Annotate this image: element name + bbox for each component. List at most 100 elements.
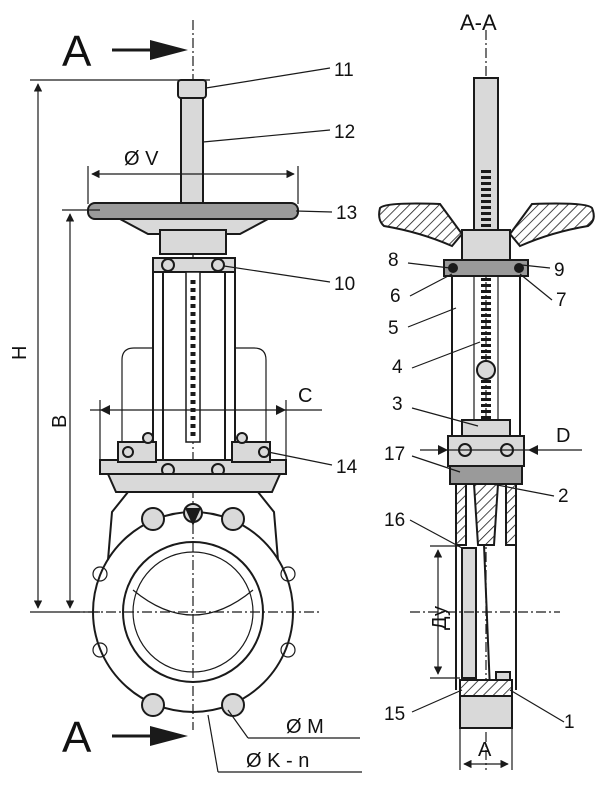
dim-D-arrow-left <box>438 445 448 455</box>
dim-H-label: H <box>9 346 31 360</box>
part-4: 4 <box>392 357 403 378</box>
dim-C-arrow-left <box>100 405 110 415</box>
section-mark-top: A <box>62 27 92 76</box>
leader-16 <box>409 519 463 549</box>
leader-12 <box>202 129 331 143</box>
leader-K-slant <box>207 714 219 773</box>
section-body-base <box>459 695 513 729</box>
leader-13 <box>295 210 333 213</box>
part-12: 12 <box>334 122 355 143</box>
leader-15 <box>411 689 463 713</box>
yoke-bolt-2 <box>211 258 225 272</box>
part-13: 13 <box>336 203 357 224</box>
gland-bolt-4 <box>258 446 270 458</box>
dim-C-label: C <box>298 385 312 407</box>
flange-hole-3 <box>280 566 296 582</box>
section-body-upper-left <box>455 483 467 546</box>
leader-3 <box>411 407 479 427</box>
flange-hole-1 <box>92 566 108 582</box>
dim-C-arrow <box>276 405 286 415</box>
labels: A A A-A H B Ø V C D Ø M Ø K - n Ду A 1 2… <box>9 10 575 772</box>
section-bearing-ball-2 <box>514 263 524 273</box>
leader-5 <box>407 307 457 328</box>
dim-D-label: D <box>556 425 570 447</box>
section-body-sides <box>455 545 517 690</box>
part-2: 2 <box>558 486 569 507</box>
yoke-gusset <box>121 347 267 450</box>
section-view <box>378 30 595 770</box>
leader-10 <box>223 265 331 283</box>
handwheel-nut <box>159 229 227 255</box>
section-arrow-top-head <box>150 40 188 60</box>
section-handwheel-right <box>508 202 595 248</box>
leader-9 <box>521 264 551 269</box>
part-1: 1 <box>564 712 575 733</box>
part-10: 10 <box>334 274 355 295</box>
section-title: A-A <box>460 10 497 35</box>
front-leaders <box>202 67 333 466</box>
body-top-flange <box>106 473 282 493</box>
section-gate-blade <box>483 544 491 691</box>
part-14: 14 <box>336 457 358 478</box>
part-8: 8 <box>388 250 399 271</box>
dim-A-label: A <box>478 739 492 761</box>
part-11: 11 <box>334 60 354 81</box>
dim-B-label: B <box>49 415 71 428</box>
lug-bottom-right <box>221 693 245 717</box>
leader-7 <box>519 273 553 301</box>
dim-M-label: Ø M <box>286 716 324 738</box>
stem-cap <box>177 79 207 99</box>
section-handwheel-left <box>378 202 464 248</box>
gland-bolt-3 <box>236 432 248 444</box>
section-mark-bottom: A <box>62 713 92 762</box>
dim-K-label: Ø K - n <box>246 750 309 772</box>
part-15: 15 <box>384 704 405 725</box>
part-9: 9 <box>554 260 565 281</box>
leader-6 <box>409 273 453 297</box>
part-17: 17 <box>384 444 405 465</box>
section-leaders <box>407 262 565 723</box>
stem <box>180 97 204 211</box>
part-3: 3 <box>392 394 403 415</box>
leader-14 <box>267 451 333 466</box>
dim-Dy-label: Ду <box>429 606 451 630</box>
leader-4 <box>411 341 481 369</box>
part-16: 16 <box>384 510 405 531</box>
section-hub <box>461 229 511 261</box>
section-body-bottom <box>459 679 513 697</box>
leader-M-slant <box>227 709 249 739</box>
yoke-legs <box>152 272 236 460</box>
gate-edge <box>132 589 254 616</box>
handwheel-rim <box>87 202 299 220</box>
leader-1 <box>509 689 565 723</box>
body-plug-mark <box>185 508 201 526</box>
section-body-upper-right <box>505 483 517 546</box>
section-stem-nut <box>476 360 496 380</box>
part-5: 5 <box>388 318 399 339</box>
lug-top-right <box>221 507 245 531</box>
handwheel-hub <box>119 218 269 235</box>
dim-D-arrow <box>528 445 538 455</box>
flange-hole-4 <box>280 642 296 658</box>
section-gate-upper <box>472 483 500 546</box>
lug-bottom-left <box>141 693 165 717</box>
leader-8 <box>407 262 451 269</box>
gland-bolt-1 <box>122 446 134 458</box>
body-upper-sides <box>107 491 279 561</box>
dim-V-label: Ø V <box>124 148 159 170</box>
part-7: 7 <box>556 290 567 311</box>
section-seat-left <box>461 547 477 679</box>
yoke-inner-legs <box>162 272 226 460</box>
yoke-bolt-1 <box>161 258 175 272</box>
section-packing <box>449 465 523 485</box>
threaded-stem <box>185 271 201 443</box>
gland-bolt-2 <box>142 432 154 444</box>
leader-2 <box>491 483 555 497</box>
flange-hole-2 <box>92 642 108 658</box>
section-arrow-bottom-head <box>150 726 188 746</box>
part-6: 6 <box>390 286 401 307</box>
leader-17 <box>411 455 461 473</box>
leader-11 <box>205 67 331 89</box>
section-bearing-ball-1 <box>448 263 458 273</box>
